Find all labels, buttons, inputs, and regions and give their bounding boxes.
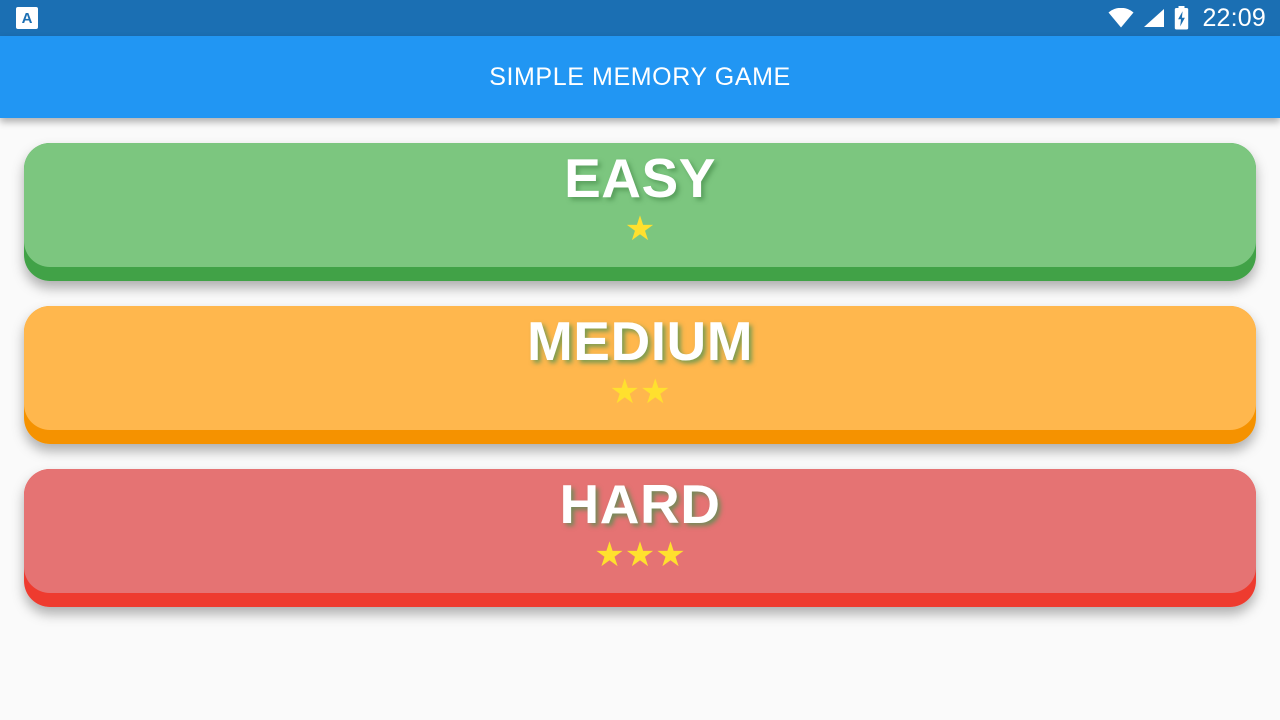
difficulty-button-medium[interactable]: MEDIUM ★★	[24, 306, 1256, 444]
star-icon: ★★	[609, 372, 671, 411]
difficulty-list: EASY ★ MEDIUM ★★ HARD ★★★	[0, 118, 1280, 720]
medium-button-content: MEDIUM ★★	[526, 309, 754, 409]
difficulty-button-hard[interactable]: HARD ★★★	[24, 469, 1256, 607]
page-title: SIMPLE MEMORY GAME	[489, 62, 791, 91]
hard-button-face	[24, 469, 1256, 593]
app-icon-letter: A	[21, 9, 33, 27]
easy-button-content: EASY ★	[564, 146, 716, 246]
status-bar-clock: 22:09	[1202, 3, 1266, 32]
hard-button-label: HARD	[559, 472, 721, 535]
app-bar: SIMPLE MEMORY GAME	[0, 36, 1280, 118]
easy-button-label: EASY	[564, 146, 716, 209]
medium-button-face	[24, 306, 1256, 430]
hard-button-content: HARD ★★★	[559, 472, 721, 572]
wifi-icon	[1108, 8, 1134, 28]
signal-icon	[1143, 8, 1165, 28]
easy-star-rating: ★	[625, 212, 655, 246]
difficulty-button-easy[interactable]: EASY ★	[24, 143, 1256, 281]
easy-button-face	[24, 143, 1256, 267]
status-bar: A 22:09	[0, 0, 1280, 36]
star-icon: ★★★	[594, 535, 686, 574]
star-icon: ★	[624, 209, 656, 248]
hard-star-rating: ★★★	[594, 538, 685, 572]
app-icon: A	[16, 7, 38, 29]
status-bar-indicators: 22:09	[1108, 3, 1266, 32]
battery-charging-icon	[1174, 6, 1189, 30]
medium-star-rating: ★★	[610, 375, 671, 409]
medium-button-label: MEDIUM	[526, 309, 754, 372]
